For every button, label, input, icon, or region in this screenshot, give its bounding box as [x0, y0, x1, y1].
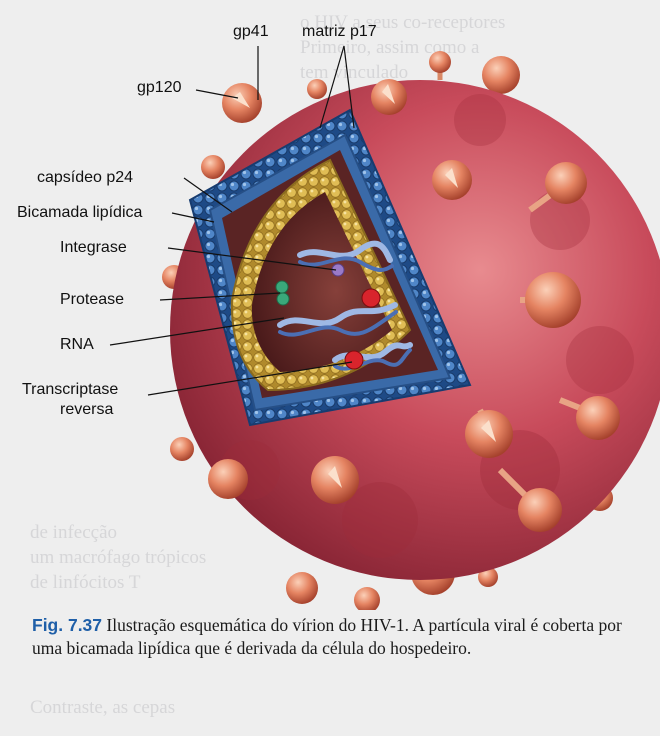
- label-integrase: Integrase: [60, 238, 127, 257]
- label-gp120: gp120: [137, 78, 182, 97]
- label-protease: Protease: [60, 290, 124, 309]
- label-rna: RNA: [60, 335, 94, 354]
- reverse-transcriptase-molecule-2: [345, 351, 363, 369]
- figure-caption: Fig. 7.37 Ilustração esquemática do víri…: [32, 614, 644, 660]
- label-transcriptase: Transcriptase: [22, 380, 118, 399]
- label-bicamada-lipidica: Bicamada lipídica: [17, 203, 142, 222]
- label-reversa: reversa: [60, 400, 113, 419]
- label-capsideo-p24: capsídeo p24: [37, 168, 133, 187]
- figure-number: Fig. 7.37: [32, 615, 102, 635]
- reverse-transcriptase-molecule-1: [362, 289, 380, 307]
- protease-molecule-2: [277, 293, 289, 305]
- caption-text: Ilustração esquemática do vírion do HIV-…: [32, 615, 622, 658]
- label-matriz-p17: matriz p17: [302, 22, 377, 41]
- label-gp41: gp41: [233, 22, 269, 41]
- protease-molecule-1: [276, 281, 288, 293]
